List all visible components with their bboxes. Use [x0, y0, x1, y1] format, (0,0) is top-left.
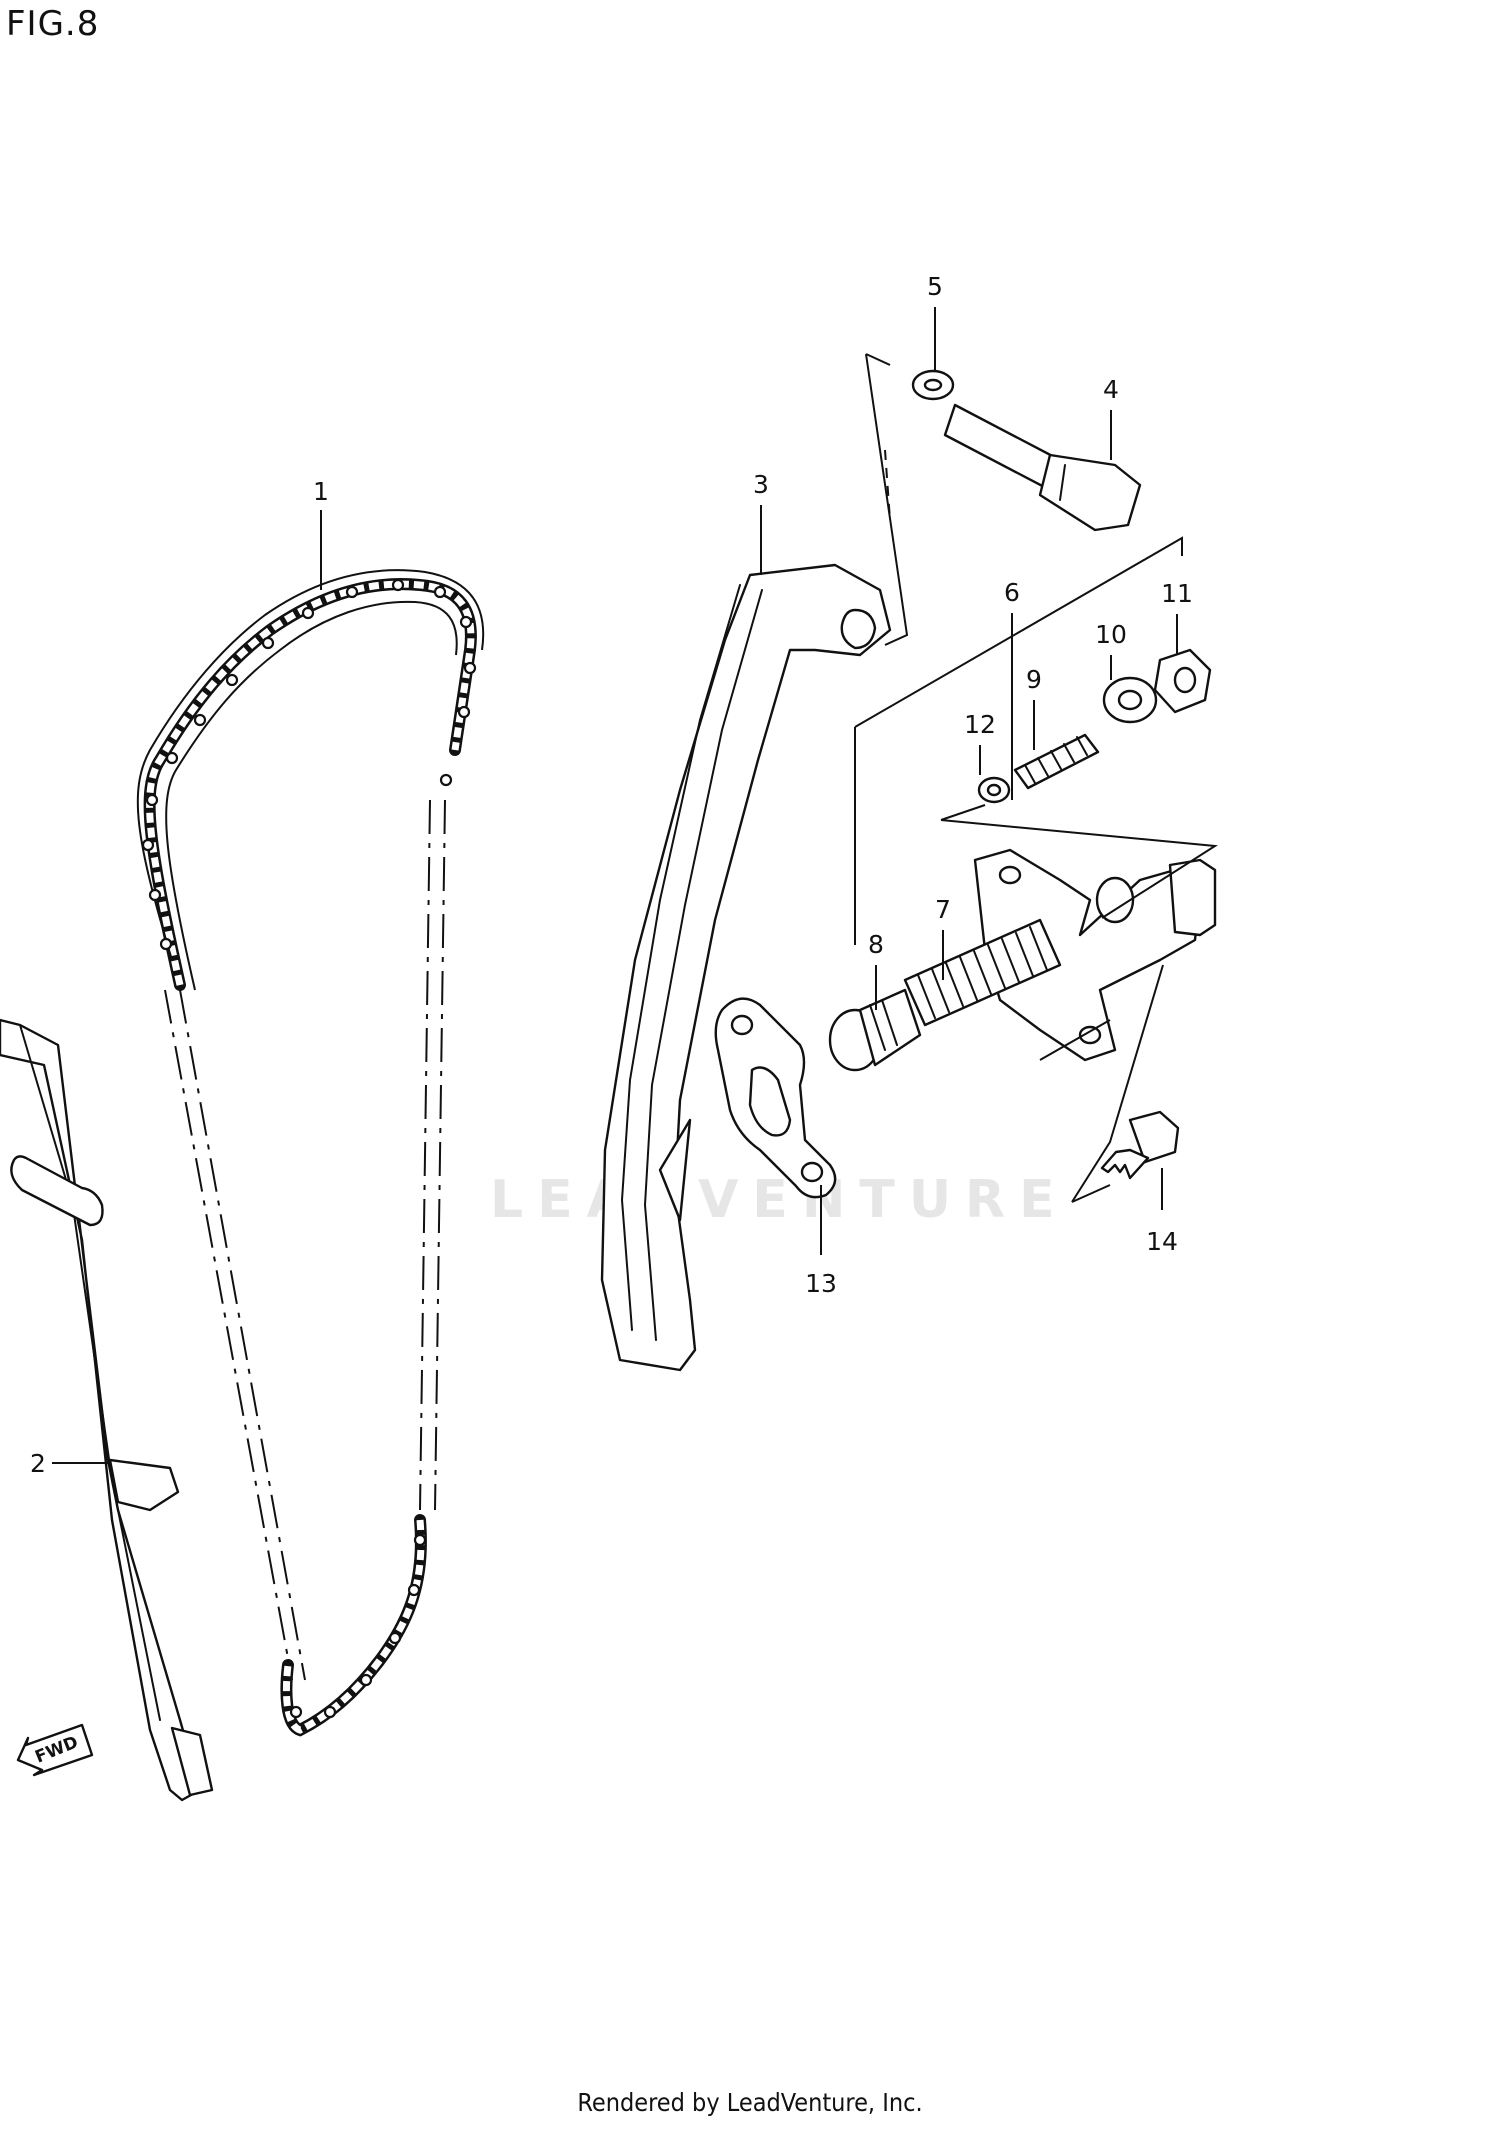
part-4-bolt[interactable]	[943, 403, 1142, 532]
part-3-tensioner-guide[interactable]	[600, 563, 892, 1372]
chain-link-markers-lower	[289, 1533, 427, 1719]
assembly-reference-lines	[854, 353, 1218, 1203]
callout-12: 12	[964, 710, 996, 739]
callout-11: 11	[1161, 579, 1193, 608]
part-5-washer[interactable]	[911, 369, 955, 401]
figure-title: FIG.8	[6, 4, 100, 44]
part-13-gasket[interactable]	[714, 997, 837, 1199]
part-10-washer[interactable]	[1102, 676, 1158, 724]
callout-14: 14	[1146, 1227, 1178, 1256]
callout-13: 13	[805, 1269, 837, 1298]
callout-10: 10	[1095, 620, 1127, 649]
callout-2: 2	[30, 1449, 46, 1478]
part-6-tensioner-adjuster[interactable]	[973, 848, 1217, 1062]
callout-8: 8	[868, 930, 884, 959]
callout-4: 4	[1103, 375, 1119, 404]
callout-1: 1	[313, 477, 329, 506]
part-9-screw[interactable]	[1013, 733, 1100, 790]
part-12-o-ring[interactable]	[977, 776, 1011, 804]
part-11-nut[interactable]	[1153, 648, 1212, 714]
part-14-bolt[interactable]	[1100, 1110, 1180, 1180]
part-2-chain-guide[interactable]	[0, 1018, 214, 1802]
callout-9: 9	[1026, 665, 1042, 694]
callout-7: 7	[935, 895, 951, 924]
fwd-direction-arrow: FWD	[16, 1723, 94, 1777]
part-7-spring[interactable]	[903, 918, 1062, 1027]
callout-5: 5	[927, 272, 943, 301]
callout-leaders	[52, 307, 1178, 1464]
chain-link-markers	[141, 578, 477, 951]
part-1-cam-chain[interactable]	[136, 569, 485, 1737]
callout-6: 6	[1004, 578, 1020, 607]
footer-credit: Rendered by LeadVenture, Inc.	[577, 2088, 923, 2117]
callout-3: 3	[753, 470, 769, 499]
watermark: LEADVENTURE	[490, 1170, 1069, 1230]
callout-numbers: 1 2 3 4 5 6 7 8 9 10 11 12 13 14	[30, 272, 1193, 1478]
